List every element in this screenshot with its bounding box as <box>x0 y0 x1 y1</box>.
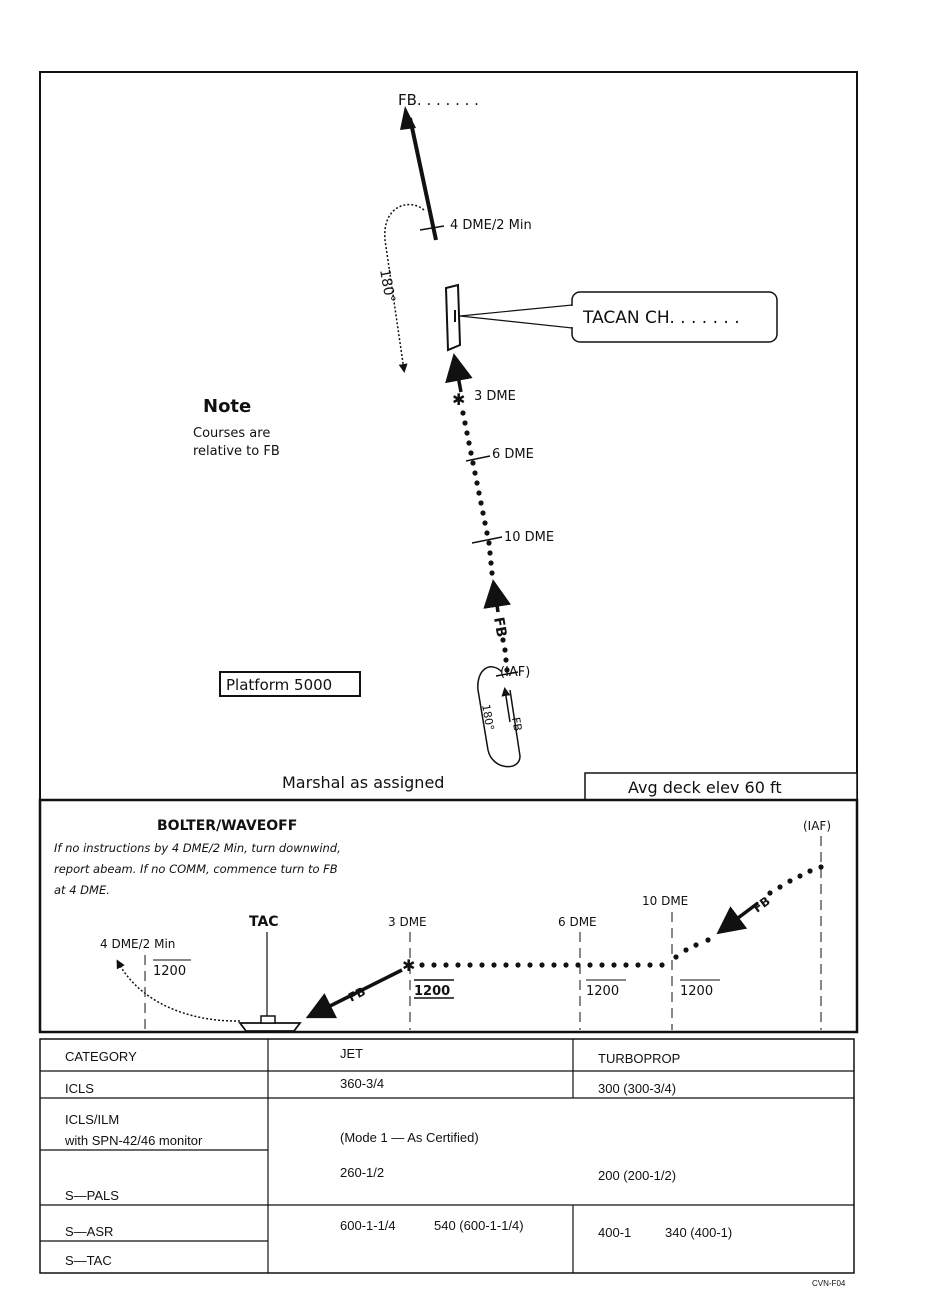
bolter-line1: If no instructions by 4 DME/2 Min, turn … <box>54 841 341 855</box>
fix-3dme-label: 3 DME <box>474 389 516 404</box>
fb-course-arrow <box>483 579 512 613</box>
plan-view-frame <box>39 71 858 801</box>
profile-fb-far-arrow <box>716 901 760 935</box>
note-line1: Courses are <box>193 426 270 441</box>
fix-10dme-tick <box>471 536 503 544</box>
bolter-line2: report abeam. If no COMM, commence turn … <box>54 862 338 876</box>
minimums-table <box>39 1038 855 1274</box>
row-asr-label: S—ASR <box>65 1224 113 1239</box>
hdr-turboprop: TURBOPROP <box>598 1051 680 1066</box>
row-spals-label: S—PALS <box>65 1188 119 1203</box>
tacan-label: TACAN CH. . . . . . . <box>582 308 740 328</box>
fix-4dme-label: 4 DME/2 Min <box>450 218 532 233</box>
platform-box <box>219 671 361 697</box>
marshal-label: Marshal as assigned <box>282 773 444 792</box>
note-title: Note <box>203 396 251 417</box>
holding-fb-label: FB <box>509 716 524 732</box>
hdr-jet: JET <box>340 1046 363 1061</box>
alt-3dme: 1200 <box>414 984 450 999</box>
fb-course-label: FB <box>490 616 509 639</box>
ship-symbol <box>444 283 462 352</box>
fb-bearing-line <box>408 117 438 241</box>
fix-3dme-x: ✱ <box>452 390 465 409</box>
row-asr-jet-b: 540 (600-1-1/4) <box>434 1218 524 1233</box>
row-spals-turboprop: 200 (200-1/2) <box>598 1168 676 1183</box>
profile-3dme-x: ✱ <box>402 956 415 975</box>
row-asr-turboprop-a: 400-1 <box>598 1225 631 1240</box>
alt-6dme: 1200 <box>586 984 619 999</box>
profile-3dme-label: 3 DME <box>388 915 427 929</box>
row-spals-jet: 260-1/2 <box>340 1165 384 1180</box>
fix-4dme-tick <box>419 225 445 231</box>
bolter-line3: at 4 DME. <box>54 883 110 897</box>
row-iclsilm-label2: with SPN-42/46 monitor <box>64 1133 203 1148</box>
row-iclsilm-mode: (Mode 1 — As Certified) <box>340 1130 479 1145</box>
row-icls-turboprop: 300 (300-3/4) <box>598 1081 676 1096</box>
profile-iaf-label: (IAF) <box>803 819 831 833</box>
profile-level-path <box>419 864 824 968</box>
profile-missed-turn <box>116 959 241 1022</box>
tacan-callout-pointer <box>459 304 573 329</box>
holding-pattern <box>477 666 521 768</box>
iaf-label: (IAF) <box>500 665 530 680</box>
platform-label: Platform 5000 <box>226 676 332 694</box>
inbound-arrow-near-ship <box>445 353 473 393</box>
ship-profile <box>238 1022 302 1032</box>
alt-10dme: 1200 <box>680 984 713 999</box>
profile-view-frame <box>38 798 859 1034</box>
iaf-tick <box>495 671 519 677</box>
alt-4dme: 1200 <box>153 964 186 979</box>
row-tac-label: S—TAC <box>65 1253 112 1268</box>
fix-10dme-label: 10 DME <box>504 530 554 545</box>
profile-4dme-label: 4 DME/2 Min <box>100 937 175 951</box>
fix-6dme-label: 6 DME <box>492 447 534 462</box>
inbound-dotted-course <box>460 410 510 673</box>
row-asr-jet-a: 600-1-1/4 <box>340 1218 396 1233</box>
row-asr-turboprop-b: 340 (400-1) <box>665 1225 732 1240</box>
row-iclsilm-label1: ICLS/ILM <box>65 1112 119 1127</box>
fb-label: FB. . . . . . . <box>398 91 479 109</box>
hdr-category: CATEGORY <box>65 1049 137 1064</box>
row-icls-label: ICLS <box>65 1081 94 1096</box>
turn-180-label: 180° <box>376 268 398 304</box>
deck-elev-label: Avg deck elev 60 ft <box>628 778 782 797</box>
profile-6dme-label: 6 DME <box>558 915 597 929</box>
bolter-title: BOLTER/WAVEOFF <box>157 818 297 834</box>
profile-fb-far-label: FB <box>751 894 773 916</box>
row-icls-jet: 360-3/4 <box>340 1076 384 1091</box>
deck-elev-box <box>584 772 858 801</box>
fb-arrowhead <box>400 106 416 130</box>
profile-10dme-label: 10 DME <box>642 894 688 908</box>
profile-tac-label: TAC <box>249 914 279 930</box>
fix-6dme-tick <box>465 455 491 462</box>
note-line2: relative to FB <box>193 444 280 459</box>
footer-code: CVN-F04 <box>812 1279 846 1288</box>
profile-fb-near-arrow <box>305 968 403 1019</box>
holding-180-label: 180° <box>479 703 496 731</box>
